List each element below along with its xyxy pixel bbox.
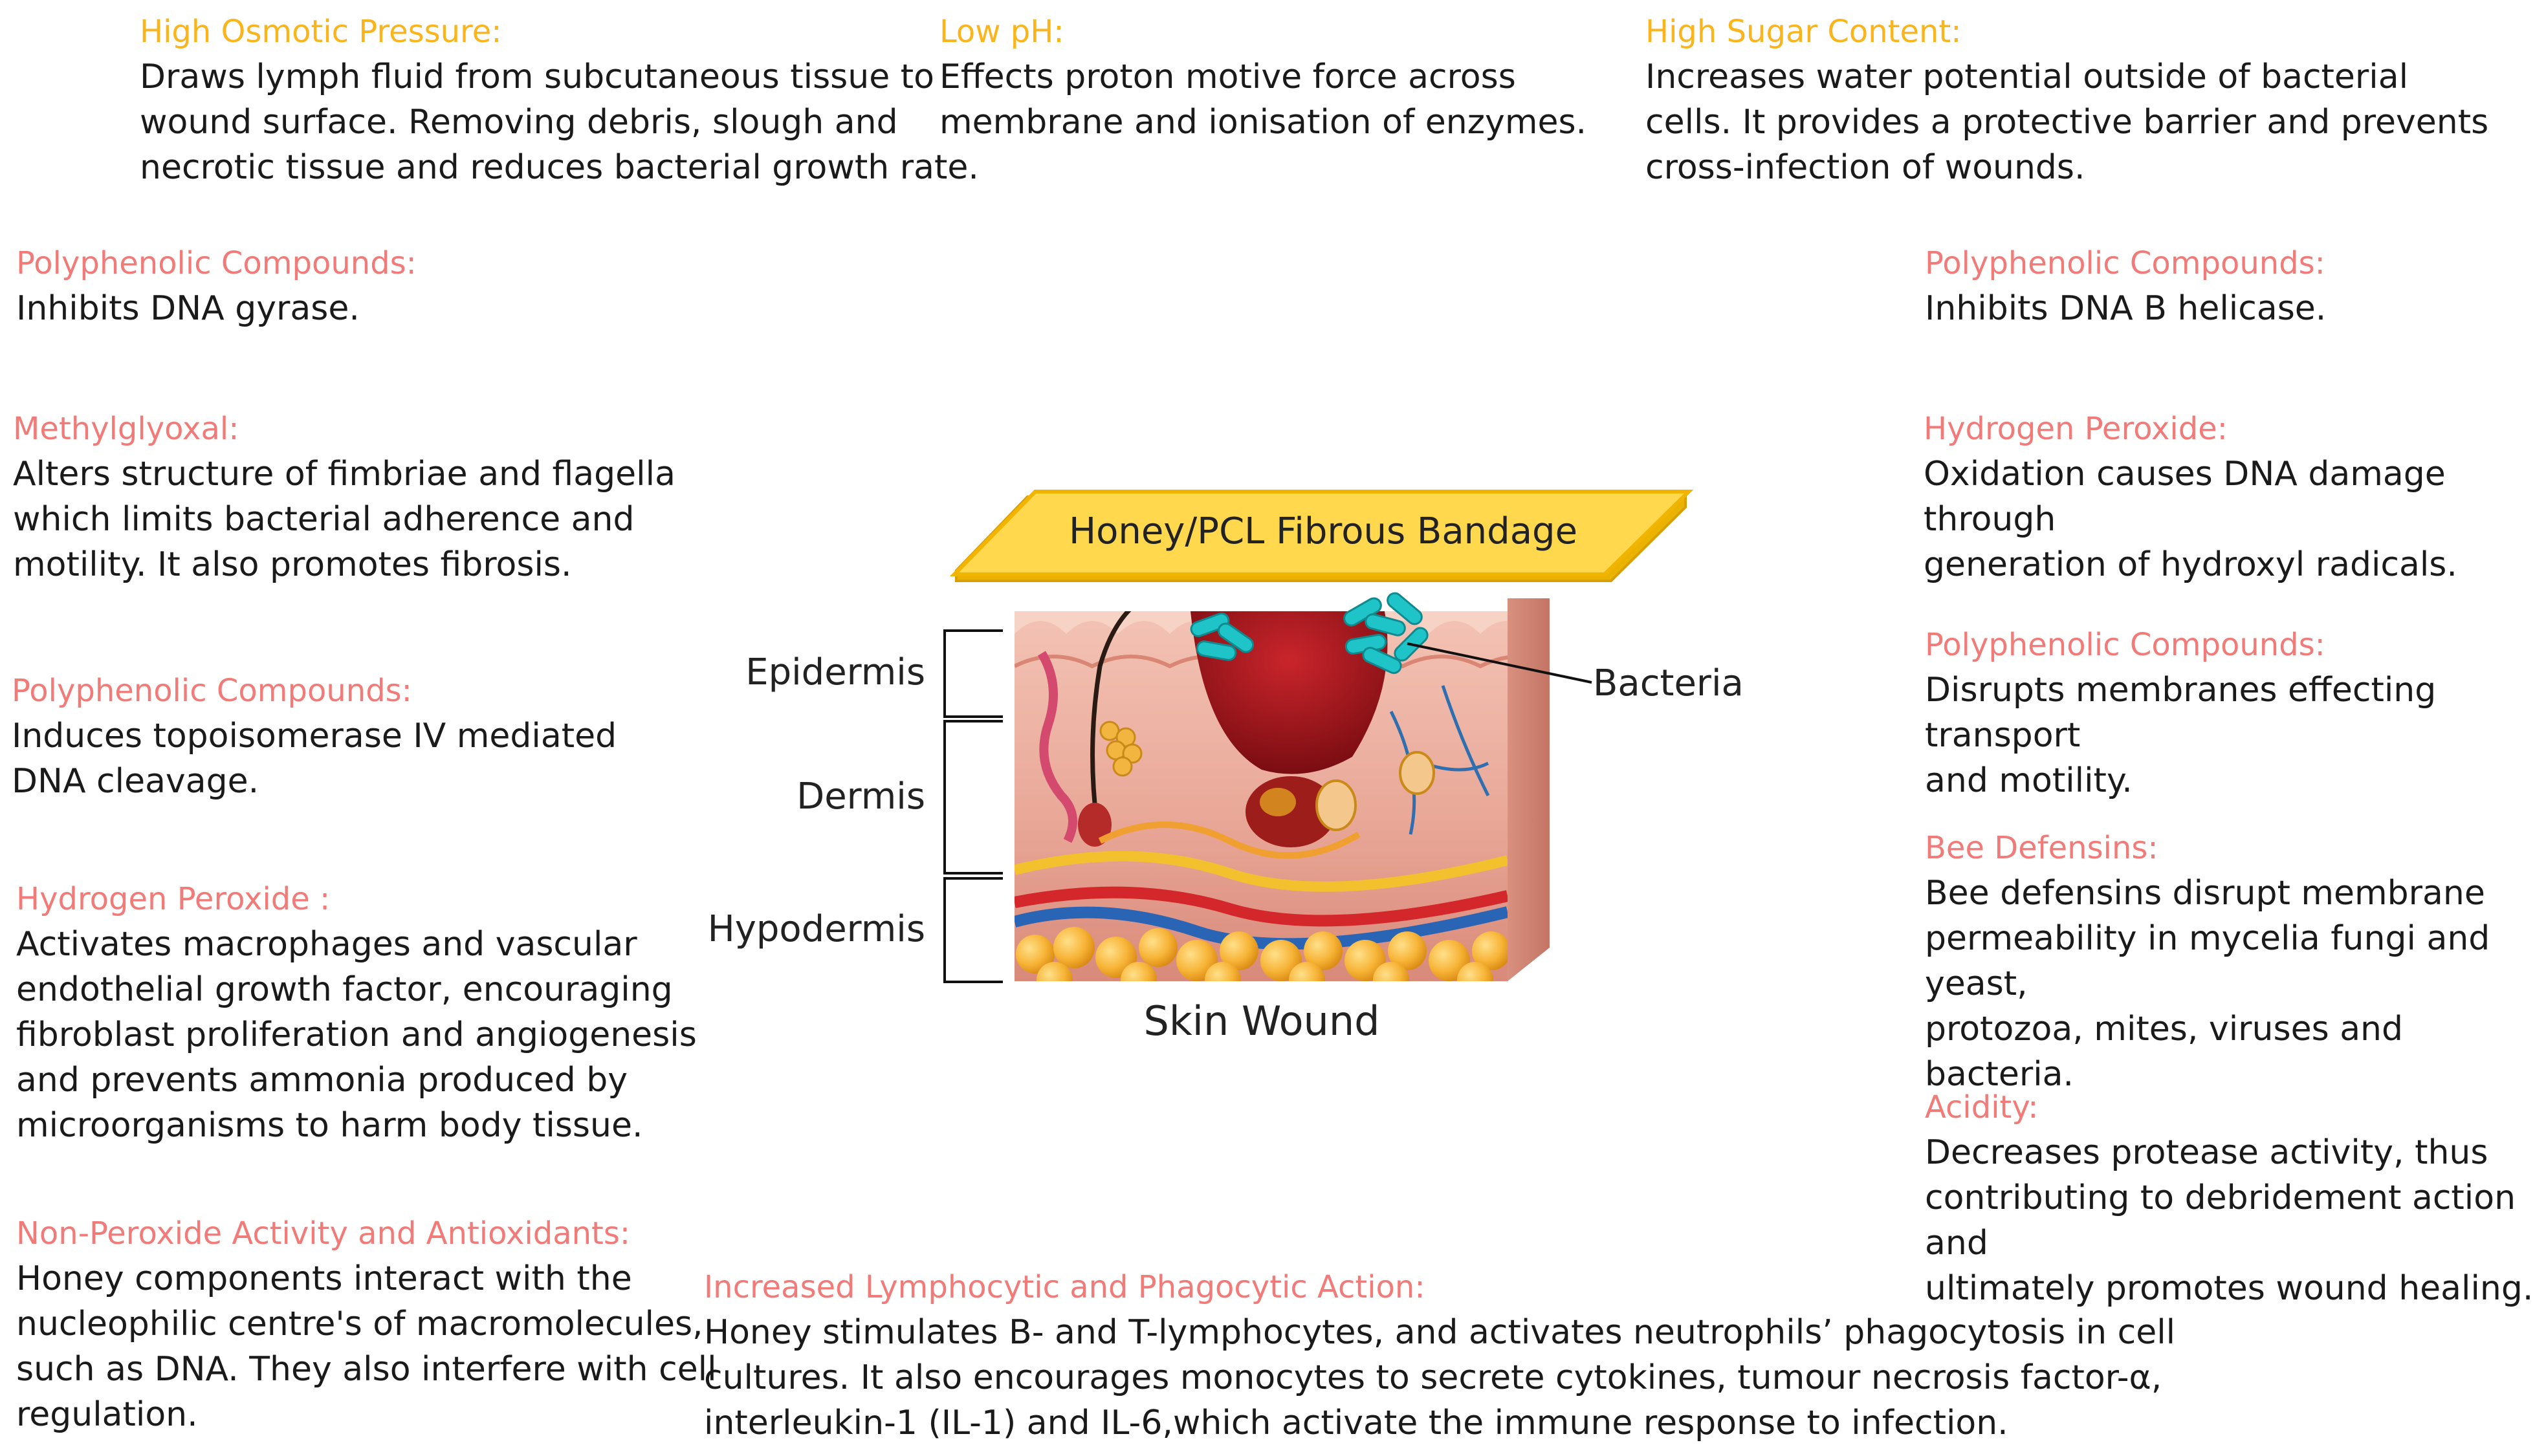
text-polyphenolic-helicase: Inhibits DNA B helicase. xyxy=(1925,289,2327,328)
text-lymphocytic: Honey stimulates B- and T-lymphocytes, a… xyxy=(704,1313,2176,1442)
heading-polyphenolic-membrane: Polyphenolic Compounds: xyxy=(1925,627,2325,663)
annotation-bee-defensins: Bee Defensins: Bee defensins disrupt mem… xyxy=(1925,825,2546,1097)
bacteria-label: Bacteria xyxy=(1593,662,1744,704)
annotation-low-ph: Low pH: Effects proton motive force acro… xyxy=(939,9,1586,145)
text-hydrogen-peroxide-left: Activates macrophages and vascular endot… xyxy=(16,925,697,1145)
bacteria-cluster-right xyxy=(1343,592,1429,674)
blood-vessel-blue xyxy=(1015,906,1508,950)
annotation-polyphenolic-membrane: Polyphenolic Compounds: Disrupts membran… xyxy=(1925,622,2546,803)
annotation-polyphenolic-helicase: Polyphenolic Compounds: Inhibits DNA B h… xyxy=(1925,241,2326,331)
text-low-ph: Effects proton motive force across membr… xyxy=(939,58,1587,142)
text-polyphenolic-gyrase: Inhibits DNA gyrase. xyxy=(16,289,360,328)
dermis-follicle-right xyxy=(1315,779,1357,831)
wound-crater xyxy=(1191,611,1388,774)
blood-vessel-yellow xyxy=(1015,851,1508,892)
dermis-vessel-left xyxy=(1098,821,1361,859)
annotation-acidity: Acidity: Decreases protease activity, th… xyxy=(1925,1085,2546,1311)
text-methylglyoxal: Alters structure of fimbriae and flagell… xyxy=(13,455,675,584)
heading-polyphenolic-helicase: Polyphenolic Compounds: xyxy=(1925,245,2325,281)
heading-high-sugar: High Sugar Content: xyxy=(1645,14,1962,50)
annotation-hydrogen-peroxide-left: Hydrogen Peroxide : Activates macrophage… xyxy=(16,876,697,1148)
heading-non-peroxide: Non-Peroxide Activity and Antioxidants: xyxy=(16,1215,631,1252)
bandage-label: Honey/PCL Fibrous Bandage xyxy=(1069,510,1577,552)
fat-globules xyxy=(1016,927,1508,981)
text-high-sugar: Increases water potential outside of bac… xyxy=(1645,58,2489,187)
wound-base-highlight xyxy=(1260,788,1296,816)
heading-polyphenolic-gyrase: Polyphenolic Compounds: xyxy=(16,245,417,281)
heading-methylglyoxal: Methylglyoxal: xyxy=(13,411,239,447)
dermis-follicle-far xyxy=(1399,751,1435,795)
text-osmotic-pressure: Draws lymph fluid from subcutaneous tiss… xyxy=(140,58,979,187)
blood-vessel-red xyxy=(1015,886,1508,927)
label-epidermis: Epidermis xyxy=(745,651,925,693)
annotation-high-sugar: High Sugar Content: Increases water pote… xyxy=(1645,9,2488,190)
heading-osmotic-pressure: High Osmotic Pressure: xyxy=(140,14,502,50)
text-polyphenolic-topoisomerase: Induces topoisomerase IV mediated DNA cl… xyxy=(12,717,617,801)
bacteria-cluster-left xyxy=(1190,613,1255,661)
heading-hydrogen-peroxide-left: Hydrogen Peroxide : xyxy=(16,881,331,917)
label-dermis: Dermis xyxy=(796,776,925,818)
text-hydrogen-peroxide-right: Oxidation causes DNA damage through gene… xyxy=(1924,455,2457,584)
annotation-hydrogen-peroxide-right: Hydrogen Peroxide: Oxidation causes DNA … xyxy=(1924,406,2546,587)
text-acidity: Decreases protease activity, thus contri… xyxy=(1925,1133,2534,1308)
sweat-gland xyxy=(1037,651,1077,843)
bacteria-pointer xyxy=(1407,642,1592,684)
heading-polyphenolic-topoisomerase: Polyphenolic Compounds: xyxy=(12,673,412,709)
text-polyphenolic-membrane: Disrupts membranes effecting transport a… xyxy=(1925,671,2437,800)
figure-caption: Skin Wound xyxy=(1143,997,1379,1045)
annotation-methylglyoxal: Methylglyoxal: Alters structure of fimbr… xyxy=(13,406,675,587)
annotation-polyphenolic-gyrase: Polyphenolic Compounds: Inhibits DNA gyr… xyxy=(16,241,417,331)
heading-bee-defensins: Bee Defensins: xyxy=(1925,830,2158,866)
annotation-polyphenolic-topoisomerase: Polyphenolic Compounds: Induces topoisom… xyxy=(12,668,617,804)
text-bee-defensins: Bee defensins disrupt membrane permeabil… xyxy=(1925,874,2490,1094)
annotation-non-peroxide: Non-Peroxide Activity and Antioxidants: … xyxy=(16,1211,717,1437)
heading-hydrogen-peroxide-right: Hydrogen Peroxide: xyxy=(1924,411,2228,447)
bandage: Honey/PCL Fibrous Bandage xyxy=(949,490,1694,582)
annotation-osmotic-pressure: High Osmotic Pressure: Draws lymph fluid… xyxy=(140,9,979,190)
text-non-peroxide: Honey components interact with the nucle… xyxy=(16,1259,717,1434)
layer-brackets xyxy=(943,629,1003,983)
hair xyxy=(1090,611,1132,822)
heading-low-ph: Low pH: xyxy=(939,14,1064,50)
annotation-lymphocytic: Increased Lymphocytic and Phagocytic Act… xyxy=(704,1265,2175,1446)
skin-block-side xyxy=(1508,598,1550,981)
heading-acidity: Acidity: xyxy=(1925,1089,2039,1125)
bandage-top xyxy=(949,490,1694,576)
heading-lymphocytic: Increased Lymphocytic and Phagocytic Act… xyxy=(704,1269,1425,1305)
label-hypodermis: Hypodermis xyxy=(708,908,925,950)
sebaceous-gland xyxy=(1099,721,1143,777)
hair-bulb xyxy=(1078,803,1112,847)
